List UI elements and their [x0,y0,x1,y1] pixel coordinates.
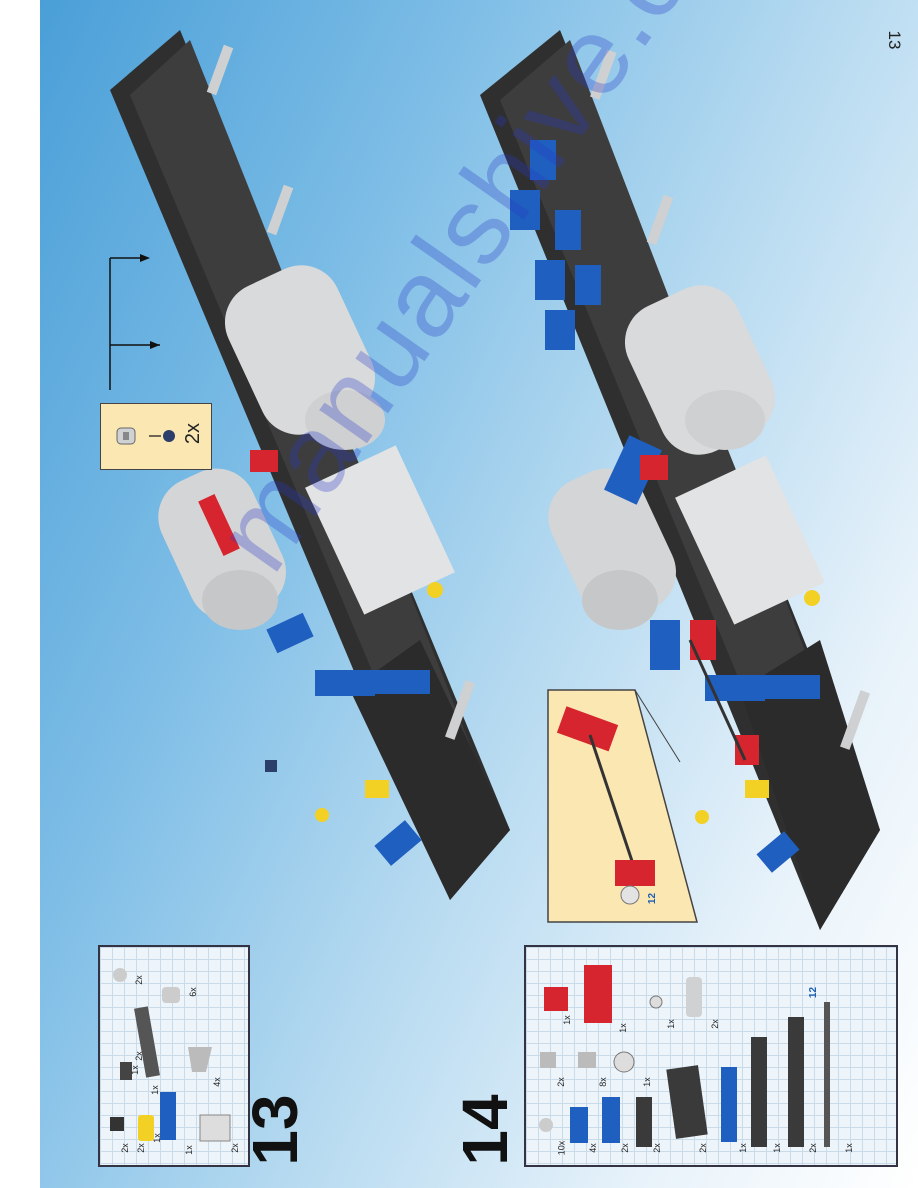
part-qty: 2x [807,1143,818,1153]
part-qty: 2x [697,1143,708,1153]
part-qty: 1x [129,1065,140,1075]
step13-model [109,30,510,900]
part-qty: 2x [133,975,144,985]
part-qty: 2x [229,1143,240,1153]
part-qty: 4x [211,1077,222,1087]
axle-length-label: 12 [808,986,820,999]
step14-number: 14 [449,1094,521,1166]
part-qty: 8x [597,1077,608,1087]
part-qty: 4x [587,1143,598,1153]
step14-parts-list: 10x 4x 2x 2x 2x 1x 1x 2x 1x 2x 8x 1x 1x … [524,945,898,1167]
part-qty: 2x [619,1143,630,1153]
assembly-illustrations [109,30,880,930]
part-qty: 10x [556,1140,567,1156]
step13-number: 13 [239,1094,311,1166]
part-qty: 2x [135,1143,146,1153]
bush-icon [116,427,175,445]
part-qty: 2x [133,1051,144,1061]
part-qty: 1x [149,1085,160,1095]
part-qty: 6x [187,987,198,997]
part-qty: 1x [617,1023,628,1033]
step13-parts-icons [110,968,231,1142]
step13-parts-list: 2x 2x 1x 1x 2x 1x 4x 2x 6x 1x 2x [98,945,250,1167]
step14-model [480,30,880,930]
part-qty: 1x [737,1143,748,1153]
part-qty: 1x [561,1015,572,1025]
part-qty: 1x [641,1077,652,1087]
part-qty: 1x [843,1143,854,1153]
part-qty: 2x [709,1019,720,1029]
part-qty: 1x [151,1133,162,1143]
step13-callout: 2x [100,403,212,470]
part-qty: 2x [651,1143,662,1153]
part-qty: 1x [183,1145,194,1155]
step14-parts-icons [539,965,830,1147]
part-qty: 2x [555,1077,566,1087]
axle-callout-length: 12 [647,892,659,905]
part-qty: 2x [119,1143,130,1153]
instruction-page: 13 [40,0,918,1188]
part-qty: 1x [771,1143,782,1153]
part-qty: 1x [665,1019,676,1029]
axle-callout [547,689,698,923]
